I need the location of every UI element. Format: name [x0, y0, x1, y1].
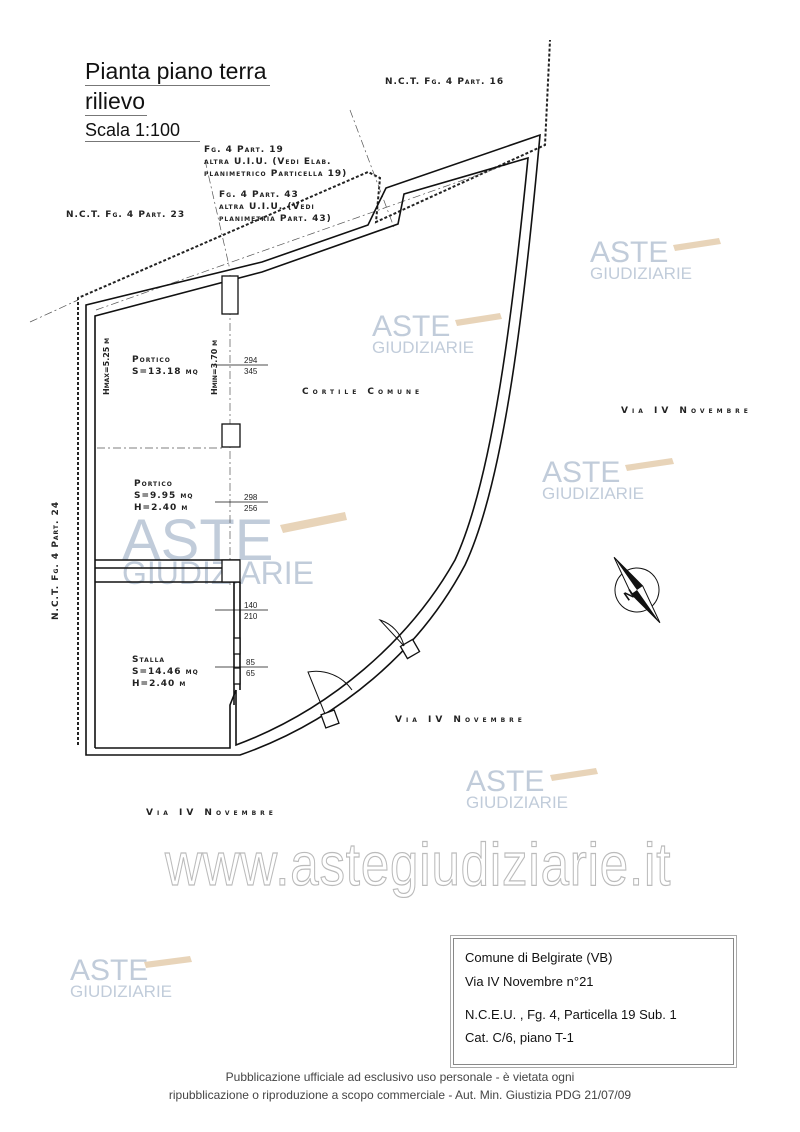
- svg-text:ASTE: ASTE: [590, 236, 668, 269]
- svg-text:H=2.40 m: H=2.40 m: [134, 503, 188, 513]
- plan-scale: Scala 1:100: [85, 120, 200, 142]
- svg-text:S=9.95 mq: S=9.95 mq: [134, 491, 193, 501]
- svg-text:GIUDIZIARIE: GIUDIZIARIE: [590, 264, 692, 283]
- room-portico-2: Portico S=9.95 mq H=2.40 m: [134, 479, 193, 513]
- parcel-43-note: Fg. 4 Part. 43 altra U.I.U. (Vedi planim…: [219, 190, 332, 224]
- parcel-23-label: N.C.T. Fg. 4 Part. 23: [66, 210, 185, 220]
- svg-text:Fg. 4 Part. 43: Fg. 4 Part. 43: [219, 190, 299, 200]
- svg-text:GIUDIZIARIE: GIUDIZIARIE: [122, 555, 314, 591]
- svg-text:Stalla: Stalla: [132, 655, 165, 665]
- svg-text:Portico: Portico: [132, 355, 171, 365]
- svg-text:256: 256: [244, 504, 258, 513]
- dimension-lines: [215, 364, 268, 668]
- plan-title: Pianta piano terra: [85, 58, 270, 86]
- svg-text:GIUDIZIARIE: GIUDIZIARIE: [70, 982, 172, 1001]
- svg-text:85: 85: [246, 658, 255, 667]
- watermark-url: www.astegiudiziarie.it: [164, 831, 672, 898]
- street-label-south: Via IV Novembre: [146, 808, 277, 818]
- svg-text:planimetrico Particella 19): planimetrico Particella 19): [204, 169, 347, 179]
- info-address: Via IV Novembre n°21: [465, 974, 594, 989]
- info-municipality: Comune di Belgirate (VB): [465, 950, 613, 965]
- hmax-label: Hmax=5.25 m: [102, 338, 111, 395]
- svg-text:210: 210: [244, 612, 258, 621]
- street-label-east: Via IV Novembre: [621, 406, 752, 416]
- svg-text:S=14.46 mq: S=14.46 mq: [132, 667, 199, 677]
- footer-line-2: ripubblicazione o riproduzione a scopo c…: [168, 1088, 632, 1102]
- info-cadastral: N.C.E.U. , Fg. 4, Particella 19 Sub. 1: [465, 1007, 677, 1022]
- info-box: Comune di Belgirate (VB) Via IV Novembre…: [450, 935, 737, 1068]
- room-stalla: Stalla S=14.46 mq H=2.40 m: [132, 655, 199, 689]
- doors: [307, 618, 405, 715]
- parcel-16-label: N.C.T. Fg. 4 Part. 16: [385, 77, 504, 87]
- svg-text:altra U.I.U. (Vedi Elab.: altra U.I.U. (Vedi Elab.: [204, 157, 331, 167]
- svg-text:S=13.18 mq: S=13.18 mq: [132, 367, 199, 377]
- svg-text:H=2.40 m: H=2.40 m: [132, 679, 186, 689]
- svg-text:GIUDIZIARIE: GIUDIZIARIE: [542, 484, 644, 503]
- pillars: [221, 275, 421, 729]
- svg-text:294: 294: [244, 356, 258, 365]
- svg-text:ASTE: ASTE: [122, 508, 274, 573]
- north-arrow-icon: N: [613, 556, 661, 624]
- svg-text:140: 140: [244, 601, 258, 610]
- svg-text:Portico: Portico: [134, 479, 173, 489]
- room-portico-1: Portico S=13.18 mq: [132, 355, 199, 377]
- courtyard-label: Cortile Comune: [302, 387, 423, 397]
- plan-subtitle: rilievo: [85, 88, 147, 116]
- svg-text:altra U.I.U. (Vedi: altra U.I.U. (Vedi: [219, 202, 315, 212]
- parcel-24-label: N.C.T. Fg. 4 Part. 24: [51, 501, 61, 620]
- hmin-label: Hmin=3.70 m: [210, 340, 219, 395]
- svg-text:planimetria Part. 43): planimetria Part. 43): [219, 214, 332, 224]
- info-category: Cat. C/6, piano T-1: [465, 1030, 574, 1045]
- footer-line-1: Pubblicazione ufficiale ad esclusivo uso…: [225, 1070, 575, 1084]
- opening-dimensions: 294 345 298 256 140 210 85 65: [244, 356, 258, 678]
- parcel-19-note: Fg. 4 Part. 19 altra U.I.U. (Vedi Elab. …: [204, 145, 347, 179]
- street-label-center: Via IV Novembre: [395, 715, 526, 725]
- svg-text:298: 298: [244, 493, 258, 502]
- svg-text:ASTE: ASTE: [372, 310, 450, 343]
- svg-text:GIUDIZIARIE: GIUDIZIARIE: [466, 793, 568, 812]
- svg-text:345: 345: [244, 367, 258, 376]
- svg-text:ASTE: ASTE: [466, 765, 544, 798]
- svg-text:GIUDIZIARIE: GIUDIZIARIE: [372, 338, 474, 357]
- svg-text:ASTE: ASTE: [70, 954, 148, 987]
- svg-text:ASTE: ASTE: [542, 456, 620, 489]
- svg-text:Fg. 4 Part. 19: Fg. 4 Part. 19: [204, 145, 284, 155]
- parcel-boundary: [77, 39, 551, 745]
- svg-text:65: 65: [246, 669, 255, 678]
- watermark-logo: ASTE GIUDIZIARIE ASTE GIUDIZIARIE ASTE G…: [70, 236, 721, 1001]
